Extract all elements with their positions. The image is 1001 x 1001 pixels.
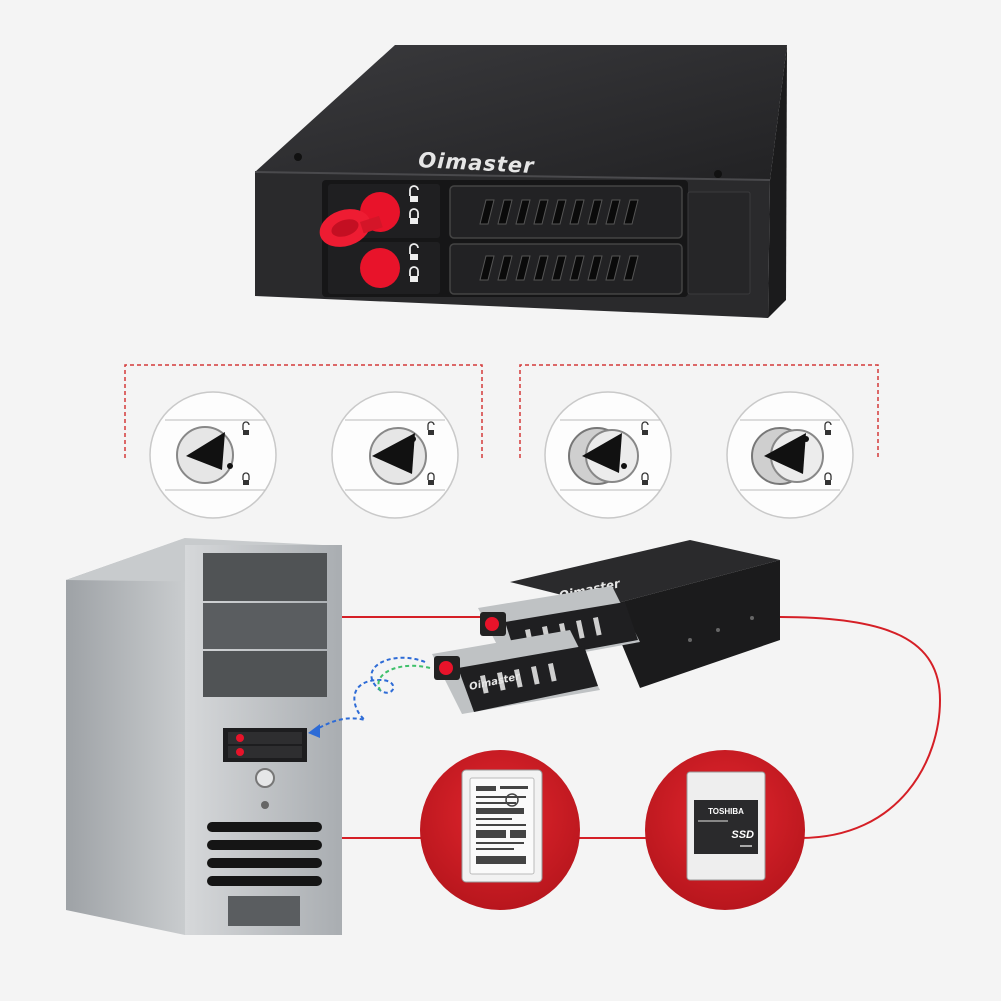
red-key — [319, 209, 383, 247]
ssd-type-label: SSD — [731, 829, 754, 841]
screw-holes — [688, 616, 754, 642]
blank-bay — [687, 191, 751, 295]
enclosure-top-surface — [255, 45, 787, 180]
unlock-icon — [409, 243, 419, 254]
lock-icon — [427, 472, 435, 480]
unlock-icon — [242, 421, 250, 430]
ssd-brand-label: TOSHIBA — [708, 807, 744, 816]
enclosure-ejected-side — [606, 560, 780, 688]
unlock-icon — [641, 421, 649, 430]
tower-vents — [207, 822, 322, 886]
lock-icon — [824, 472, 832, 480]
tray-vents — [479, 199, 639, 225]
unlock-icon — [409, 185, 419, 196]
lock-state-circle-2 — [331, 391, 459, 519]
lock-icon — [641, 472, 649, 480]
dashed-bracket-right — [519, 364, 879, 458]
hdd-option — [420, 750, 580, 910]
drive-bay-2 — [203, 603, 327, 649]
lock-state-circle-4 — [726, 391, 854, 519]
lock-knob-2[interactable] — [360, 248, 400, 288]
ssd-option: TOSHIBA SSD — [645, 750, 805, 910]
screw — [714, 170, 722, 178]
lock-icon — [409, 208, 419, 218]
lock-icon — [242, 472, 250, 480]
hard-disk-icon — [461, 769, 543, 883]
insert-arrow — [308, 656, 431, 738]
tower-side — [66, 538, 185, 935]
pc-tower — [66, 538, 342, 935]
drive-bay-3 — [203, 651, 327, 697]
power-button[interactable] — [255, 768, 275, 788]
ssd-icon: TOSHIBA SSD — [686, 771, 766, 881]
lock-icon — [409, 266, 419, 276]
unlock-icon — [427, 421, 435, 430]
screw — [294, 153, 302, 161]
drive-bay-1 — [203, 553, 327, 601]
enclosure-ejected-top — [510, 540, 780, 606]
enclosure-right-side — [768, 45, 787, 318]
drive-tray-2 — [328, 242, 683, 295]
lock-state-circle-3 — [544, 391, 672, 519]
lock-state-circle-1 — [149, 391, 277, 519]
drive-tray-1 — [328, 184, 683, 239]
unlock-icon — [824, 421, 832, 430]
lock-diagram — [124, 364, 879, 519]
ejected-tray-2: Oimaster — [432, 630, 600, 714]
connector-lines — [342, 616, 942, 839]
tower-foot — [228, 896, 300, 926]
enclosure-top: Oimaster — [254, 45, 787, 318]
power-led — [261, 801, 269, 809]
enclosure-ejected: Oimaster — [432, 540, 780, 714]
tray-vents — [479, 255, 639, 281]
installed-enclosure — [223, 728, 307, 762]
